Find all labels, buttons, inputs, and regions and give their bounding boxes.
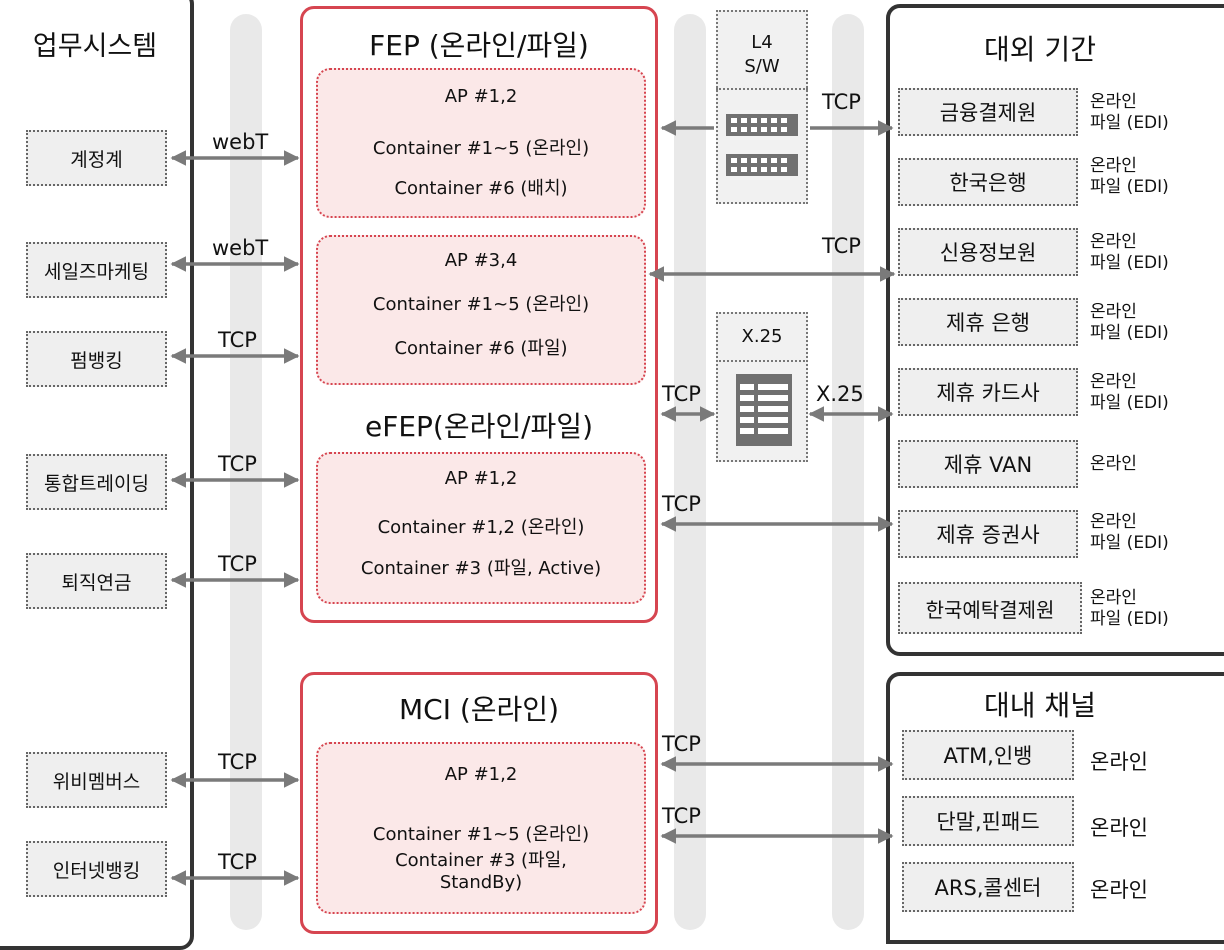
fep-ap34-container-file: Container #6 (파일) xyxy=(394,338,568,359)
fep-ap12-container-batch: Container #6 (배치) xyxy=(394,178,568,199)
channel-status: 온라인 xyxy=(1090,816,1148,840)
l4-label-line2: S/W xyxy=(744,56,780,77)
lane-right xyxy=(832,14,864,930)
protocol-label: TCP xyxy=(218,452,257,476)
agency-status: 온라인 파일 (EDI) xyxy=(1090,372,1169,413)
fep-ap12-container-online: Container #1~5 (온라인) xyxy=(372,138,590,159)
protocol-label: TCP xyxy=(218,750,257,774)
business-systems-title: 업무시스템 xyxy=(32,31,158,62)
efep-ap12-group xyxy=(316,452,646,604)
protocol-label: X.25 xyxy=(816,382,864,406)
l4-hline xyxy=(716,88,808,90)
fep-title: FEP (온라인/파일) xyxy=(369,29,589,62)
x25-label: X.25 xyxy=(741,326,783,347)
mci-container-standby: StandBy) xyxy=(439,872,523,893)
mci-ap12-group xyxy=(316,742,646,914)
system-위비멤버스[interactable]: 위비멤버스 xyxy=(26,752,167,808)
system-펌뱅킹[interactable]: 펌뱅킹 xyxy=(26,331,167,387)
protocol-label: TCP xyxy=(218,328,257,352)
channel-ARS-콜센터[interactable]: ARS,콜센터 xyxy=(902,862,1074,912)
mci-container-file: Container #3 (파일, xyxy=(395,850,567,871)
fep-ap12-label: AP #1,2 xyxy=(444,86,518,107)
fep-ap34-label: AP #3,4 xyxy=(444,250,518,271)
system-퇴직연금[interactable]: 퇴직연금 xyxy=(26,553,167,609)
system-인터넷뱅킹[interactable]: 인터넷뱅킹 xyxy=(26,841,167,897)
agency-금융결제원[interactable]: 금융결제원 xyxy=(898,88,1078,136)
protocol-label: TCP xyxy=(662,492,701,516)
mci-ap12-label: AP #1,2 xyxy=(444,764,518,785)
protocol-label: TCP xyxy=(662,732,701,756)
external-agencies-title: 대외 기간 xyxy=(984,33,1096,66)
system-세일즈마케팅[interactable]: 세일즈마케팅 xyxy=(26,242,167,298)
mci-title: MCI (온라인) xyxy=(399,693,559,726)
fep-ap34-group xyxy=(316,235,646,385)
efep-container-file-active: Container #3 (파일, Active) xyxy=(360,558,602,579)
efep-ap12-label: AP #1,2 xyxy=(444,468,518,489)
switch-icon xyxy=(726,154,798,176)
system-계정계[interactable]: 계정계 xyxy=(26,130,167,186)
channel-단말-핀패드[interactable]: 단말,핀패드 xyxy=(902,796,1074,846)
agency-status: 온라인 파일 (EDI) xyxy=(1090,232,1169,273)
efep-container-online: Container #1,2 (온라인) xyxy=(377,517,585,538)
protocol-label: webT xyxy=(212,130,269,154)
agency-한국예탁결제원[interactable]: 한국예탁결제원 xyxy=(898,582,1082,634)
efep-title: eFEP(온라인/파일) xyxy=(365,410,593,443)
protocol-label: TCP xyxy=(822,234,861,258)
system-통합트레이딩[interactable]: 통합트레이딩 xyxy=(26,454,167,510)
l4-label-line1: L4 xyxy=(751,32,773,53)
agency-status: 온라인 파일 (EDI) xyxy=(1090,588,1169,629)
agency-status: 온라인 파일 (EDI) xyxy=(1090,156,1169,197)
protocol-label: TCP xyxy=(218,850,257,874)
agency-제휴-증권사[interactable]: 제휴 증권사 xyxy=(898,510,1078,558)
mci-container-online: Container #1~5 (온라인) xyxy=(372,824,590,845)
lane-middle xyxy=(674,14,706,930)
switch-icon xyxy=(726,114,798,136)
protocol-label: TCP xyxy=(662,804,701,828)
protocol-label: TCP xyxy=(822,90,861,114)
fep-ap34-container-online: Container #1~5 (온라인) xyxy=(372,294,590,315)
agency-제휴-카드사[interactable]: 제휴 카드사 xyxy=(898,368,1078,416)
agency-status: 온라인 xyxy=(1090,454,1137,474)
protocol-label: TCP xyxy=(218,552,257,576)
server-list-icon xyxy=(736,374,792,446)
agency-status: 온라인 파일 (EDI) xyxy=(1090,302,1169,343)
internal-channels-title: 대내 채널 xyxy=(984,689,1096,722)
agency-신용정보원[interactable]: 신용정보원 xyxy=(898,228,1078,276)
fep-ap12-group xyxy=(316,68,646,218)
channel-status: 온라인 xyxy=(1090,878,1148,902)
agency-status: 온라인 파일 (EDI) xyxy=(1090,512,1169,553)
agency-status: 온라인 파일 (EDI) xyxy=(1090,92,1169,133)
protocol-label: webT xyxy=(212,236,269,260)
x25-hline xyxy=(716,360,808,362)
agency-제휴-은행[interactable]: 제휴 은행 xyxy=(898,298,1078,346)
protocol-label: TCP xyxy=(662,382,701,406)
agency-한국은행[interactable]: 한국은행 xyxy=(898,158,1078,206)
channel-ATM-인뱅[interactable]: ATM,인뱅 xyxy=(902,730,1074,780)
channel-status: 온라인 xyxy=(1090,750,1148,774)
agency-제휴-VAN[interactable]: 제휴 VAN xyxy=(898,440,1078,488)
